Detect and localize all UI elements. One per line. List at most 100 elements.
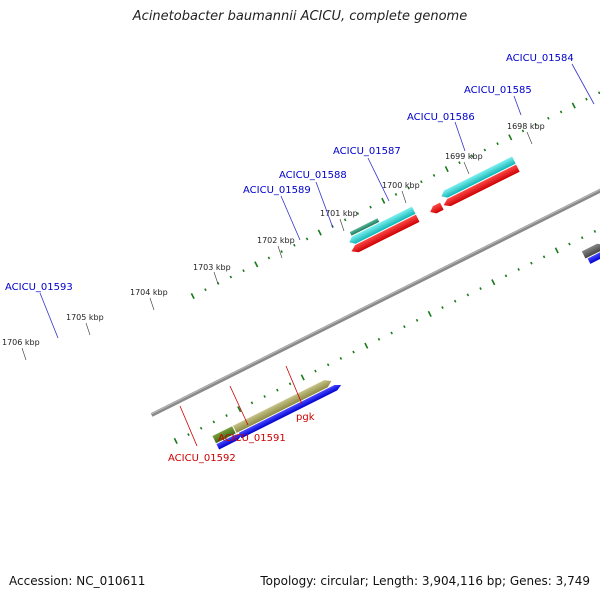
leader-acicu-01585 — [513, 95, 522, 116]
footer-stats: Topology: circular; Length: 3,904,116 bp… — [260, 574, 590, 588]
reverse-tick — [444, 166, 449, 173]
leader-acicu-01589 — [280, 195, 301, 241]
scale-label-1698: 1698 kbp — [507, 122, 545, 131]
label-acicu-01584: ACICU_01584 — [506, 53, 574, 64]
reverse-tick — [420, 180, 423, 184]
genome-backbone — [150, 50, 600, 417]
gene-box-forward-1 — [216, 434, 242, 450]
reverse-tick — [559, 110, 563, 114]
scale-label-1700: 1700 kbp — [382, 181, 420, 190]
leader-acicu-01586 — [454, 121, 466, 152]
gene-acicu-01589 — [581, 243, 600, 259]
leader-acicu-01592 — [179, 405, 198, 447]
leader-acicu-01587 — [367, 157, 390, 202]
scale-label-1701: 1701 kbp — [320, 209, 358, 218]
reverse-tick — [229, 275, 233, 279]
forward-tick — [276, 388, 279, 392]
gene-acicu-01591 — [430, 202, 444, 214]
reverse-tick — [585, 97, 588, 101]
forward-tick — [504, 274, 508, 278]
label-acicu-01592: ACICU_01592 — [168, 453, 236, 464]
genome-backbone-highlight — [150, 51, 600, 415]
reverse-tick — [458, 161, 461, 165]
label-acicu-01588: ACICU_01588 — [279, 170, 347, 181]
label-acicu-01586: ACICU_01586 — [407, 112, 475, 123]
forward-strand-genes — [212, 243, 600, 444]
scale-label-1705: 1705 kbp — [66, 313, 104, 322]
gene-acicu-01592 — [351, 214, 420, 253]
forward-tick — [212, 420, 216, 424]
leader-acicu-01591 — [229, 385, 249, 426]
reverse-strand-genes — [349, 156, 520, 253]
reverse-tick — [432, 173, 436, 177]
forward-tick — [403, 325, 406, 329]
forward-tick — [580, 236, 584, 240]
forward-tick — [377, 337, 381, 341]
reverse-tick — [483, 148, 487, 152]
leader-acicu-01584 — [571, 63, 595, 105]
gene-label-leaders — [39, 63, 595, 447]
forward-tick — [326, 363, 330, 367]
forward-tick — [427, 310, 432, 317]
gene-acicu-01593 — [232, 380, 332, 433]
tick-line-reverse — [190, 91, 600, 300]
label-acicu-01589: ACICU_01589 — [243, 185, 311, 196]
gene-acicu-01594 — [212, 426, 236, 444]
reverse-tick — [547, 116, 550, 120]
scale-label-1699: 1699 kbp — [445, 152, 483, 161]
tick-line-forward — [173, 229, 597, 444]
forward-tick — [250, 401, 254, 405]
reverse-tick — [407, 186, 410, 190]
reverse-tick — [305, 237, 309, 241]
reverse-tick — [267, 256, 271, 260]
reverse-tick — [521, 129, 525, 133]
forward-tick — [364, 342, 369, 349]
reverse-tick — [317, 229, 322, 236]
forward-tick — [479, 287, 482, 290]
forward-tick — [568, 242, 571, 246]
forward-tick — [466, 293, 470, 297]
label-acicu-01591: ACICU_01591 — [218, 433, 286, 444]
label-acicu-01587: ACICU_01587 — [333, 146, 401, 157]
forward-tick — [225, 414, 228, 417]
scale-label-1702: 1702 kbp — [257, 236, 295, 245]
forward-tick — [187, 433, 190, 437]
footer-accession: Accession: NC_010611 — [9, 574, 146, 588]
reverse-tick — [293, 243, 296, 247]
forward-tick — [517, 268, 520, 271]
forward-strand-shadow — [216, 251, 600, 450]
forward-tick — [415, 318, 419, 322]
gene-labels: ACICU_01584 ACICU_01585 ACICU_01586 ACIC… — [5, 53, 574, 464]
scale-labels: 1698 kbp 1699 kbp 1700 kbp 1701 kbp 1702… — [2, 122, 545, 347]
reverse-tick — [508, 134, 513, 141]
reverse-tick — [534, 123, 537, 127]
forward-tick — [263, 395, 266, 398]
forward-tick — [593, 229, 597, 233]
forward-tick — [237, 406, 242, 413]
forward-tick — [288, 382, 292, 386]
scale-label-leaders — [21, 131, 533, 361]
label-acicu-01585: ACICU_01585 — [464, 85, 532, 96]
reverse-tick — [381, 197, 386, 204]
reverse-tick — [343, 218, 347, 222]
reverse-tick — [571, 102, 576, 109]
forward-tick — [453, 299, 457, 303]
label-pgk: pgk — [296, 412, 315, 423]
forward-tick — [339, 356, 343, 360]
forward-tick — [352, 350, 355, 354]
leader-acicu-01588 — [315, 181, 334, 229]
forward-tick — [491, 279, 496, 286]
gene-box-forward-2 — [238, 385, 342, 439]
reverse-tick — [254, 261, 259, 268]
reverse-tick — [470, 154, 474, 158]
scale-label-1704: 1704 kbp — [130, 288, 168, 297]
reverse-tick — [356, 212, 360, 215]
scale-label-1706: 1706 kbp — [2, 338, 40, 347]
label-acicu-01593: ACICU_01593 — [5, 282, 73, 293]
forward-tick — [542, 255, 546, 259]
reverse-tick — [242, 269, 245, 273]
leader-acicu-01593 — [39, 292, 59, 339]
reverse-tick — [394, 193, 398, 196]
gene-box-reverse-2 — [441, 156, 516, 198]
leader-pgk — [285, 365, 303, 405]
